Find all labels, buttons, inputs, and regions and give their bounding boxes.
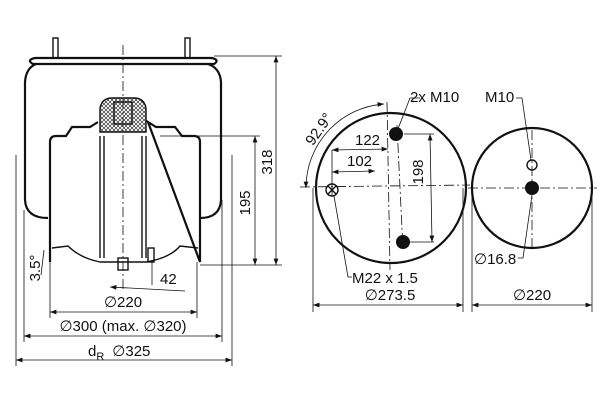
base-pin xyxy=(147,247,155,263)
top-plate xyxy=(28,56,218,66)
dim-dia-220: ∅220 xyxy=(104,294,142,311)
dim-dia-220-piston: ∅220 xyxy=(513,287,551,304)
dim-height-195: 195 xyxy=(237,190,254,215)
dim-offset-42: 42 xyxy=(160,271,177,288)
dim-dia-300: ∅300 (max. ∅320) xyxy=(59,318,186,335)
dim-dia-16-8: ∅16.8 xyxy=(474,251,516,268)
label-2x-m10: 2x M10 xyxy=(410,89,459,106)
dim-height-318: 318 xyxy=(259,149,276,174)
dim-dia-325: dR∅325 xyxy=(88,343,150,363)
stud-hole xyxy=(396,235,410,249)
piston xyxy=(48,119,202,263)
bellows xyxy=(23,62,223,220)
piston-bottom-view: M10 ∅16.8 ∅220 xyxy=(468,89,597,312)
dim-dia-273-5: ∅273.5 xyxy=(365,287,416,304)
bumper xyxy=(99,97,147,133)
dim-198: 198 xyxy=(410,159,427,184)
dim-122: 122 xyxy=(355,132,380,149)
side-view: 318 195 3.5° 42 ∅220 ∅300 (max. ∅320) dR… xyxy=(15,37,282,366)
dim-102: 102 xyxy=(347,153,372,170)
label-m10: M10 xyxy=(485,89,514,106)
dim-angle-3-5: 3.5° xyxy=(27,255,44,282)
studs xyxy=(52,37,191,59)
m10-hole xyxy=(526,159,538,171)
piston-base xyxy=(51,245,199,263)
center-hole xyxy=(525,181,539,195)
label-m22: M22 x 1.5 xyxy=(352,270,418,287)
top-plate-view: 122 102 198 92.9° 2x M10 M22 x 1.5 ∅273.… xyxy=(299,89,471,312)
